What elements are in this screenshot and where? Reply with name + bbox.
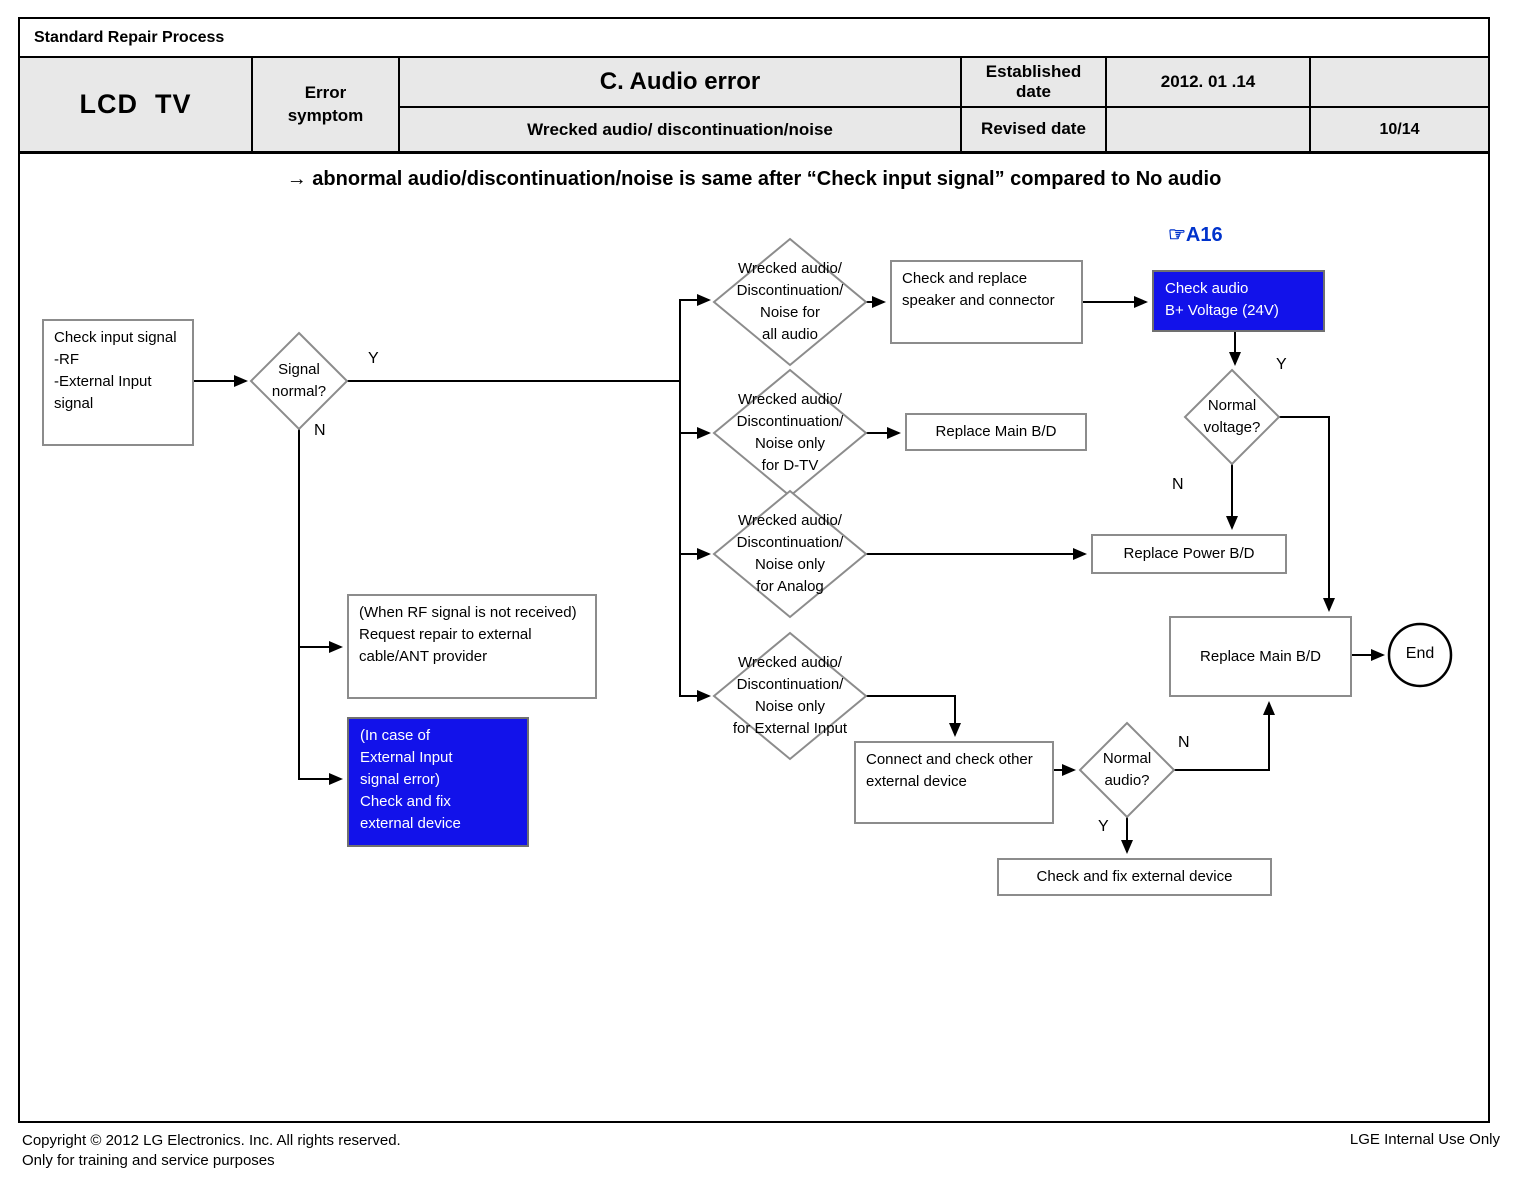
analog-diamond xyxy=(712,489,868,619)
connect-check-box: Connect and check other external device xyxy=(854,741,1054,824)
normal-audio-label: Normal audio? xyxy=(1102,750,1152,789)
error-symptom-label: Error symptom xyxy=(253,58,400,151)
signal-no-label: N xyxy=(314,422,326,439)
external-input-note-box: (In case of External Input signal error)… xyxy=(347,717,529,847)
revised-date-label: Revised date xyxy=(962,108,1107,151)
external-input-label: Wrecked audio/ Discontinuation/ Noise on… xyxy=(732,654,848,737)
footer-copyright-line1: Copyright © 2012 LG Electronics. Inc. Al… xyxy=(22,1132,401,1149)
signal-normal-diamond xyxy=(249,331,349,431)
established-date-value: 2012. 01 .14 xyxy=(1107,58,1311,108)
edge-voltage-yes xyxy=(1279,416,1335,612)
footer-copyright-line2: Only for training and service purposes xyxy=(22,1152,275,1169)
end-label: End xyxy=(1405,645,1435,662)
voltage-no-label: N xyxy=(1172,476,1184,493)
signal-normal-label: Signal normal? xyxy=(271,361,327,400)
page-frame: Standard Repair Process LCD TV Error sym… xyxy=(18,17,1490,1123)
external-input-diamond xyxy=(712,631,868,761)
footer-internal-use: LGE Internal Use Only xyxy=(1349,1131,1500,1148)
voltage-yes-label: Y xyxy=(1276,356,1287,373)
end-terminator xyxy=(1387,622,1453,688)
flowchart-area: → abnormal audio/discontinuation/noise i… xyxy=(20,154,1488,1118)
audio-yes-label: Y xyxy=(1098,818,1109,835)
footer-copyright: Copyright © 2012 LG Electronics. Inc. Al… xyxy=(22,1131,401,1171)
edge-signal-no xyxy=(298,429,343,785)
flowchart-connectors xyxy=(194,237,1453,854)
rf-note-box: (When RF signal is not received) Request… xyxy=(347,594,597,699)
audio-no-label: N xyxy=(1178,734,1190,751)
product-name: LCD TV xyxy=(20,58,253,151)
replace-main-dtv-box: Replace Main B/D xyxy=(905,413,1087,451)
all-audio-label: Wrecked audio/ Discontinuation/ Noise fo… xyxy=(736,260,844,343)
normal-audio-diamond xyxy=(1078,721,1176,819)
normal-voltage-diamond xyxy=(1183,368,1281,466)
reference-a16: ☞A16 xyxy=(1168,224,1223,246)
page-number: 10/14 xyxy=(1379,120,1420,138)
header-table: LCD TV Error symptom C. Audio error Wrec… xyxy=(20,58,1488,154)
note-title: → abnormal audio/discontinuation/noise i… xyxy=(286,168,1222,190)
speaker-box: Check and replace speaker and connector xyxy=(890,260,1083,344)
check-fix-external-box: Check and fix external device xyxy=(997,858,1272,896)
normal-voltage-label: Normal voltage? xyxy=(1203,397,1261,436)
all-audio-diamond xyxy=(712,237,868,367)
signal-yes-label: Y xyxy=(368,350,379,367)
header-blank-cell xyxy=(1311,58,1488,108)
error-subtitle: Wrecked audio/ discontinuation/noise xyxy=(400,108,962,151)
error-title: C. Audio error xyxy=(400,58,962,108)
check-input-box: Check input signal -RF -External Input s… xyxy=(42,319,194,446)
edge-d4-to-connect xyxy=(866,695,961,737)
edge-audio-no xyxy=(1174,701,1275,771)
established-date-label: Established date xyxy=(962,58,1107,108)
revised-date-value xyxy=(1107,108,1311,151)
replace-power-box: Replace Power B/D xyxy=(1091,534,1287,574)
process-title: Standard Repair Process xyxy=(20,19,1488,58)
dtv-label: Wrecked audio/ Discontinuation/ Noise on… xyxy=(736,391,844,474)
bplus-voltage-box: Check audio B+ Voltage (24V) xyxy=(1152,270,1325,332)
analog-label: Wrecked audio/ Discontinuation/ Noise on… xyxy=(736,512,844,595)
replace-main-box: Replace Main B/D xyxy=(1169,616,1352,697)
